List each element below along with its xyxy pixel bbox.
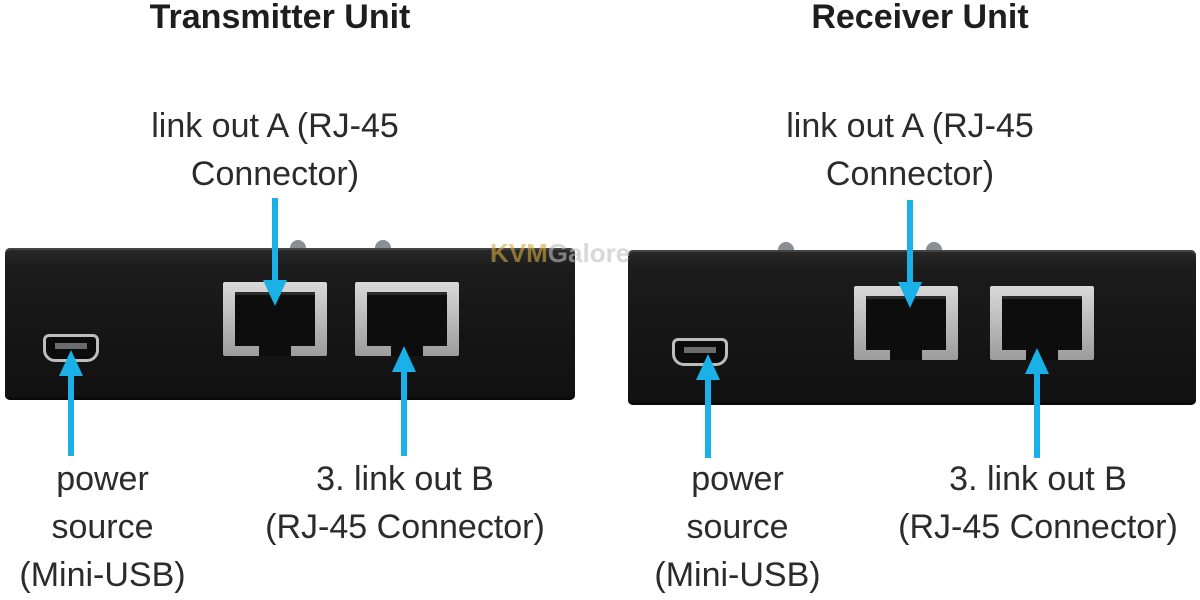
label-line: source <box>686 508 789 546</box>
arrow-down-icon <box>898 200 922 308</box>
arrow-up-icon <box>1025 348 1049 458</box>
label-line: 3. link out B <box>949 460 1127 498</box>
label-line: link out A (RJ-45 <box>786 107 1034 145</box>
receiver-link-b-label: 3. link out B (RJ-45 Connector) <box>878 455 1198 551</box>
label-line: Connector) <box>825 155 995 193</box>
status-led <box>375 240 391 248</box>
transmitter-device <box>5 240 575 400</box>
label-line: (RJ-45 Connector) <box>265 508 545 546</box>
transmitter-link-b-label: 3. link out B (RJ-45 Connector) <box>245 455 565 551</box>
label-line: (RJ-45 Connector) <box>898 508 1178 546</box>
label-line: link out A (RJ-45 <box>151 107 399 145</box>
label-line: power <box>56 460 149 498</box>
transmitter-rj45-port-b[interactable] <box>355 282 459 356</box>
arrow-down-icon <box>263 198 287 306</box>
transmitter-title: Transmitter Unit <box>149 0 411 36</box>
status-led <box>778 242 794 250</box>
receiver-mini-usb-port[interactable] <box>672 338 728 366</box>
label-line: source <box>51 508 154 546</box>
receiver-link-a-label: link out A (RJ-45 Connector) <box>755 102 1065 198</box>
label-line: (Mini-USB) <box>654 556 821 594</box>
label-line: power <box>691 460 784 498</box>
status-led <box>290 240 306 248</box>
arrow-up-icon <box>392 346 416 456</box>
label-line: 3. link out B <box>316 460 494 498</box>
transmitter-power-label: power source (Mini-USB) <box>0 455 205 599</box>
label-line: (Mini-USB) <box>19 556 186 594</box>
receiver-power-label: power source (Mini-USB) <box>635 455 840 599</box>
arrow-up-icon <box>696 354 720 458</box>
receiver-device <box>628 240 1196 405</box>
receiver-title: Receiver Unit <box>811 0 1029 36</box>
transmitter-link-a-label: link out A (RJ-45 Connector) <box>120 102 430 198</box>
receiver-rj45-port-b[interactable] <box>990 286 1094 360</box>
watermark-logo: KVMGalore <box>490 238 631 268</box>
label-line: Connector) <box>190 155 360 193</box>
status-led <box>926 242 942 250</box>
arrow-up-icon <box>59 350 83 456</box>
